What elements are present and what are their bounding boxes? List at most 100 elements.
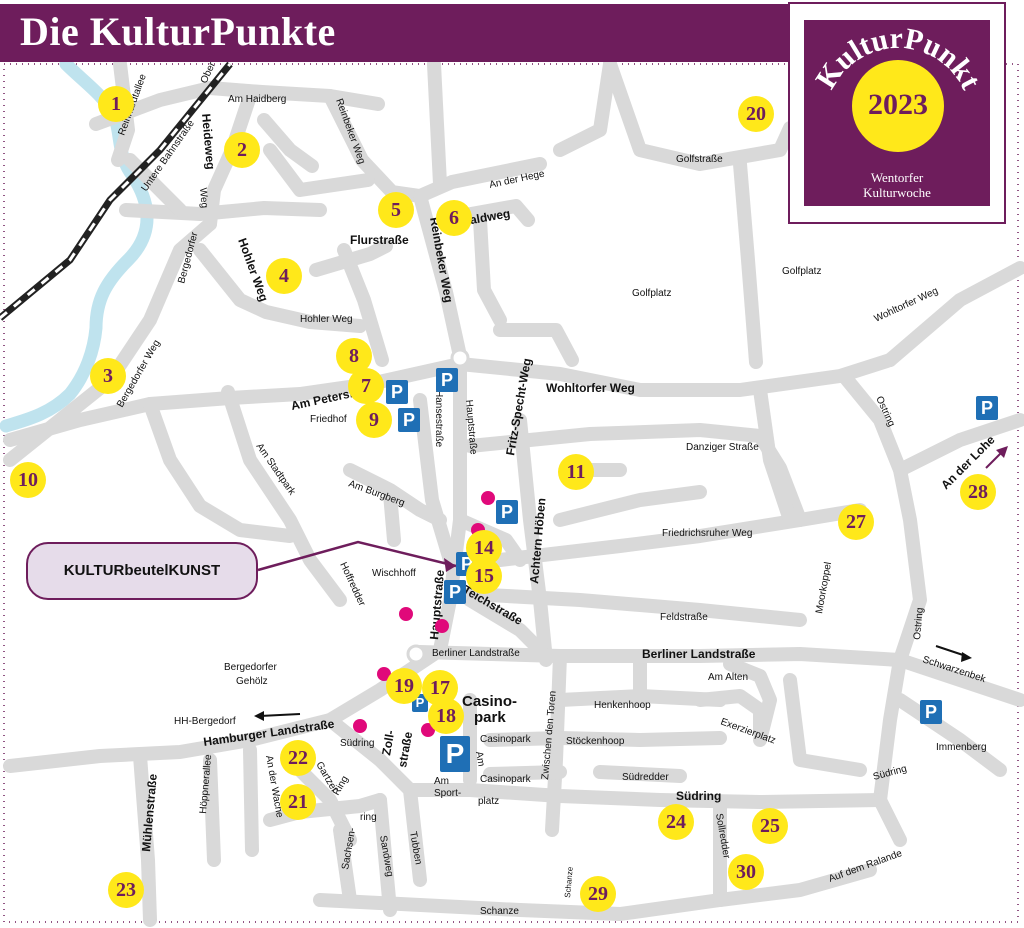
kulturpunkt-marker-24[interactable]: 24	[658, 804, 694, 840]
street-label: Am	[434, 776, 449, 787]
kulturpunkt-marker-15[interactable]: 15	[466, 558, 502, 594]
street-label: Sport-	[434, 788, 461, 799]
page-title: Die KulturPunkte	[20, 9, 336, 54]
street-label: Wohltorfer Weg	[546, 381, 635, 395]
arrow-east-head	[961, 652, 972, 662]
parking-sign: P	[444, 580, 466, 604]
street-label: Casinopark	[480, 774, 532, 785]
badge-circle	[852, 60, 944, 152]
street-label: Schanze	[563, 866, 575, 898]
roundabout-south	[406, 644, 426, 664]
kulturpunkt-marker-11[interactable]: 11	[558, 454, 594, 490]
street-label: Höppnerallee	[198, 754, 214, 815]
event-dot	[353, 719, 367, 733]
arrow-northeast-head	[996, 446, 1008, 458]
kulturpunkt-marker-20[interactable]: 20	[738, 96, 774, 132]
street-label: Stöckenhoop	[566, 736, 625, 747]
kulturpunkt-marker-28[interactable]: 28	[960, 474, 996, 510]
street-label: Südring	[340, 738, 374, 749]
event-dot	[435, 619, 449, 633]
kulturpunkt-marker-8[interactable]: 8	[336, 338, 372, 374]
kulturpunkt-marker-9[interactable]: 9	[356, 402, 392, 438]
street-label: Am Haidberg	[228, 94, 286, 105]
kulturpunkt-marker-23[interactable]: 23	[108, 872, 144, 908]
street-label: Weg	[197, 187, 210, 208]
badge-background: KulturPunkt 2023 Wentorfer Kulturwoche	[804, 20, 990, 206]
street-label: Immenberg	[936, 742, 987, 753]
kulturpunkt-marker-14[interactable]: 14	[466, 530, 502, 566]
street-label: Casinopark	[480, 734, 532, 745]
parking-sign: P	[496, 500, 518, 524]
kulturpunkt-marker-2[interactable]: 2	[224, 132, 260, 168]
kulturpunkt-marker-27[interactable]: 27	[838, 504, 874, 540]
street-label: Ostring	[912, 607, 926, 640]
kulturpunkt-marker-25[interactable]: 25	[752, 808, 788, 844]
street-label: Golfstraße	[676, 154, 723, 165]
road-network	[3, 57, 1024, 927]
street-label: Am	[473, 751, 486, 768]
street-label: Casino-	[462, 693, 517, 710]
kulturpunkt-marker-4[interactable]: 4	[266, 258, 302, 294]
street-label: Moorkoppel	[814, 561, 834, 614]
street-label: Mühlenstraße	[139, 773, 160, 852]
arrow-west	[259, 713, 301, 717]
header-band	[0, 4, 790, 62]
street-label: Berliner Landstraße	[432, 648, 520, 659]
roundabout-north	[450, 348, 470, 368]
street-label: park	[474, 709, 506, 726]
street-label: ring	[360, 812, 377, 823]
kulturpunkt-marker-7[interactable]: 7	[348, 368, 384, 404]
street-label: Schanze	[480, 906, 519, 917]
kulturpunkt-marker-29[interactable]: 29	[580, 876, 616, 912]
street-label: Zoll-	[379, 729, 397, 756]
street-label: Hansestraße	[433, 390, 444, 448]
street-label: Friedrichsruher Weg	[662, 528, 752, 539]
callout-pointer	[257, 540, 457, 572]
kulturpunkt-marker-6[interactable]: 6	[436, 200, 472, 236]
street-label: Feldstraße	[660, 612, 708, 623]
street-label: straße	[395, 730, 415, 768]
arrow-east	[935, 645, 967, 657]
parking-sign: P	[920, 700, 942, 724]
parking-sign-large: P	[440, 736, 470, 772]
parking-sign: P	[436, 368, 458, 392]
street-label: Auf dem Ralande	[827, 848, 904, 885]
street-label: Untere Bahnstraße	[139, 118, 197, 194]
parking-sign: P	[386, 380, 408, 404]
kulturpunkt-marker-10[interactable]: 10	[10, 462, 46, 498]
street-label: Gehölz	[236, 676, 268, 687]
callout-arrowhead	[444, 558, 456, 572]
arrow-west-head	[254, 711, 264, 721]
parking-sign: P	[976, 396, 998, 420]
street-label: Flurstraße	[350, 233, 409, 247]
street-label: Danziger Straße	[686, 442, 759, 453]
kulturpunkt-marker-22[interactable]: 22	[280, 740, 316, 776]
badge-line-2: Kulturwoche	[863, 185, 931, 200]
kulturpunkt-marker-21[interactable]: 21	[280, 784, 316, 820]
street-label: Heideweg	[199, 113, 218, 170]
kulturpunkt-marker-3[interactable]: 3	[90, 358, 126, 394]
kulturpunkt-marker-18[interactable]: 18	[428, 698, 464, 734]
street-label: Golfplatz	[632, 288, 671, 299]
kulturpunkt-marker-30[interactable]: 30	[728, 854, 764, 890]
street-label: Bergedorfer	[224, 662, 277, 673]
kulturpunkt-marker-19[interactable]: 19	[386, 668, 422, 704]
kulturpunkt-marker-1[interactable]: 1	[98, 86, 134, 122]
railway-dashes	[0, 63, 232, 320]
kulturpunkt-badge: KulturPunkt 2023 Wentorfer Kulturwoche	[788, 2, 1006, 224]
street-label: Henkenhoop	[594, 700, 651, 711]
street-label: Golfplatz	[782, 266, 821, 277]
event-dot	[481, 491, 495, 505]
street-label: Friedhof	[310, 414, 347, 425]
street-label: Berliner Landstraße	[642, 647, 756, 661]
kulturpunkt-marker-5[interactable]: 5	[378, 192, 414, 228]
badge-year: 2023	[868, 88, 928, 121]
street-label: platz	[478, 796, 499, 807]
street-label: Hauptstraße	[463, 399, 479, 455]
parking-sign: P	[398, 408, 420, 432]
street-label: Hohler Weg	[300, 314, 353, 325]
street-label: Südring	[676, 789, 721, 803]
street-label: Südredder	[622, 772, 669, 783]
street-label: HH-Bergedorf	[174, 716, 236, 727]
